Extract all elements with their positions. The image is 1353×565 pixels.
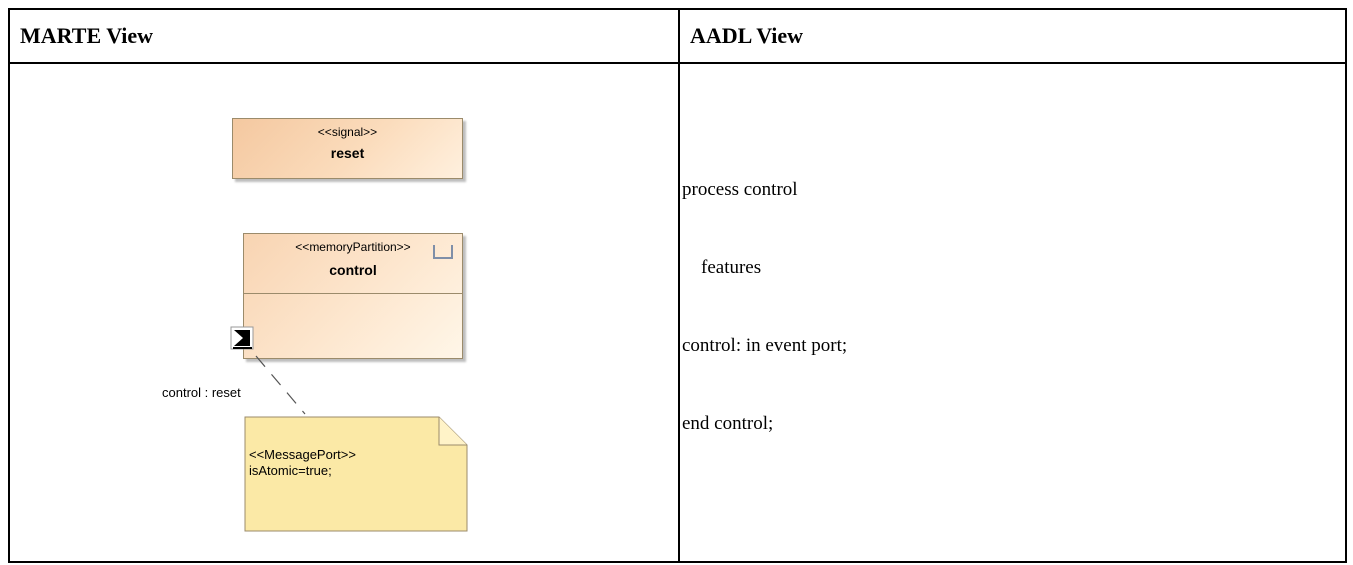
- aadl-line: control: in event port;: [682, 335, 848, 356]
- message-port-note[interactable]: <<MessagePort>> isAtomic=true;: [243, 415, 471, 533]
- comparison-table: MARTE View AADL View: [8, 8, 1347, 563]
- signal-block[interactable]: <<signal>> reset: [232, 118, 463, 179]
- note-shape: [244, 416, 468, 532]
- partition-stereotype: <<memoryPartition>>: [295, 240, 411, 254]
- note-property: isAtomic=true;: [249, 463, 332, 478]
- memory-partition-block[interactable]: <<memoryPartition>> control: [243, 233, 463, 359]
- port-icon[interactable]: [230, 326, 256, 352]
- note-text: <<MessagePort>> isAtomic=true;: [249, 447, 356, 479]
- signal-stereotype: <<signal>>: [317, 125, 378, 139]
- header-divider: [10, 62, 1345, 64]
- partition-name: control: [329, 262, 377, 278]
- partition-compartment-divider: [244, 293, 462, 294]
- component-icon: [433, 245, 453, 259]
- aadl-line: features: [682, 257, 762, 278]
- aadl-line: process control: [682, 179, 798, 200]
- marte-view-header: MARTE View: [20, 23, 154, 48]
- aadl-line: end control;: [682, 413, 774, 434]
- aadl-view-header: AADL View: [690, 23, 804, 48]
- column-divider: [678, 10, 680, 561]
- signal-name: reset: [330, 145, 365, 161]
- port-label: control : reset: [162, 385, 241, 400]
- aadl-code: process control features control: in eve…: [682, 125, 847, 463]
- note-stereotype: <<MessagePort>>: [249, 447, 356, 462]
